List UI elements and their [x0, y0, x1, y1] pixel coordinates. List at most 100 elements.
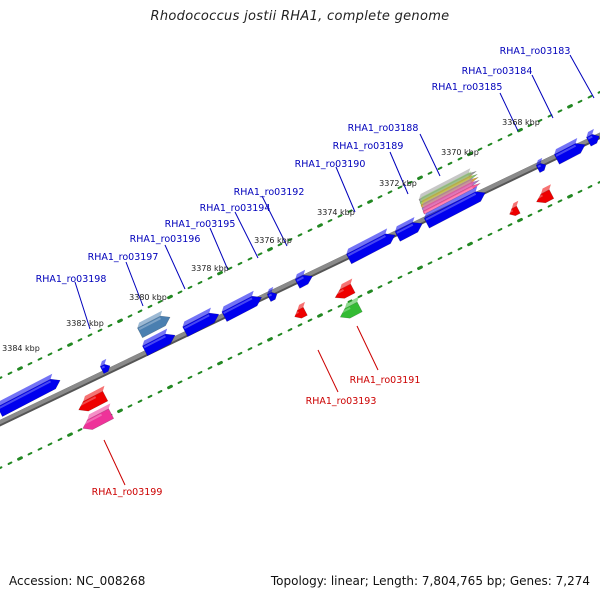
gene-label: RHA1_ro03198 — [36, 274, 107, 285]
ruler-mark — [567, 104, 573, 109]
ruler-mark — [367, 199, 373, 204]
gene-label: RHA1_ro03199 — [92, 487, 163, 498]
gene-label: RHA1_ro03183 — [500, 46, 571, 57]
gene-top-face — [421, 177, 474, 209]
label-leader-line — [261, 195, 288, 247]
ruler-mark — [287, 328, 293, 332]
ruler-mark — [67, 432, 73, 437]
forward-gene — [553, 138, 586, 165]
gene-label: RHA1_ro03190 — [295, 159, 366, 170]
ruler-mark — [467, 151, 473, 157]
gene-top-face — [297, 301, 305, 311]
gene-highlight — [268, 293, 273, 297]
gene-body — [0, 378, 61, 417]
ruler-mark — [487, 142, 493, 147]
ruler-mark — [87, 333, 93, 337]
ruler-mark — [117, 318, 123, 323]
gene-highlight — [143, 335, 166, 349]
gene-highlight — [334, 288, 344, 296]
label-leader-line — [74, 281, 91, 330]
gene-top-face — [339, 278, 353, 290]
ruler-mark — [447, 251, 453, 256]
gene-body — [78, 390, 109, 412]
ruler-mark — [127, 314, 133, 318]
ruler-mark — [187, 285, 193, 290]
ruler-mark — [0, 376, 3, 380]
gene-top-face — [100, 358, 107, 367]
ruler-mark — [567, 194, 573, 199]
gene-body — [266, 291, 278, 302]
label-leader-line — [389, 151, 409, 195]
ruler-mark — [327, 309, 333, 313]
forward-gene — [535, 157, 547, 173]
gene-label: RHA1_ro03188 — [348, 123, 419, 134]
gene-body — [509, 205, 521, 217]
gene-highlight — [138, 317, 161, 331]
ruler-mark — [227, 356, 233, 361]
forward-gene — [221, 290, 263, 322]
gene-top-face — [420, 174, 473, 206]
ruler-mark — [377, 285, 383, 289]
ruler-mark — [517, 217, 523, 223]
gene-label: RHA1_ro03189 — [333, 141, 404, 152]
gene-body — [294, 274, 313, 289]
gene-highlight — [347, 235, 386, 257]
gene-top-face — [344, 296, 359, 309]
forward-gene-steelblue — [137, 310, 171, 339]
gene-highlight — [509, 209, 514, 213]
gene-top-face — [137, 310, 163, 328]
ruler-mark — [167, 294, 173, 300]
ruler-mark — [497, 227, 503, 232]
ruler-mark — [107, 323, 113, 328]
ruler-mark — [547, 204, 553, 208]
label-leader-line — [419, 133, 441, 177]
gene-top-face — [418, 168, 471, 200]
ruler-mark — [267, 247, 273, 252]
gene-body — [294, 306, 308, 319]
gene-highlight — [425, 192, 477, 221]
reverse-gene — [293, 301, 308, 319]
ruler-mark — [557, 199, 563, 203]
gene-body — [422, 182, 481, 215]
gene-highlight — [424, 186, 474, 214]
reverse-gene — [334, 278, 356, 299]
gene-top-face — [511, 200, 519, 209]
ruler-mark — [57, 347, 63, 352]
gene-label: RHA1_ro03194 — [200, 203, 271, 214]
ruler-mark — [397, 185, 403, 190]
ruler-tick-label: 3372 kbp — [379, 179, 417, 188]
gene-labels: RHA1_ro03183RHA1_ro03184RHA1_ro03185RHA1… — [36, 46, 571, 498]
gene-body — [423, 191, 486, 229]
gene-highlight — [0, 380, 52, 410]
ruler-mark — [247, 257, 253, 261]
ruler-mark — [387, 280, 393, 284]
gene-body — [586, 134, 600, 147]
gene-highlight — [183, 314, 210, 330]
ruler-mark — [207, 276, 213, 280]
gene-body — [346, 233, 396, 265]
gene-highlight — [77, 396, 97, 408]
ruler-mark — [527, 123, 533, 128]
ruler-mark — [27, 362, 33, 366]
gene-top-face — [536, 157, 543, 166]
gene-top-face — [83, 385, 105, 402]
gene-highlight — [537, 164, 542, 168]
ruler-mark — [377, 195, 383, 199]
ruler-mark — [37, 357, 43, 361]
ruler-mark — [0, 466, 3, 470]
ruler-mark — [147, 394, 153, 399]
ruler-mark — [27, 452, 33, 456]
gene-highlight — [555, 144, 577, 157]
ruler-mark — [307, 318, 313, 322]
ruler-mark — [317, 223, 323, 228]
forward-gene — [266, 286, 278, 302]
ruler-mark — [37, 447, 43, 451]
ruler-mark — [337, 304, 343, 308]
ruler-tick-label: 3374 kbp — [317, 208, 355, 217]
gene-top-face — [267, 286, 274, 295]
ruler-mark — [457, 247, 463, 251]
ruler-mark — [147, 304, 153, 309]
gene-top-face — [395, 216, 415, 232]
